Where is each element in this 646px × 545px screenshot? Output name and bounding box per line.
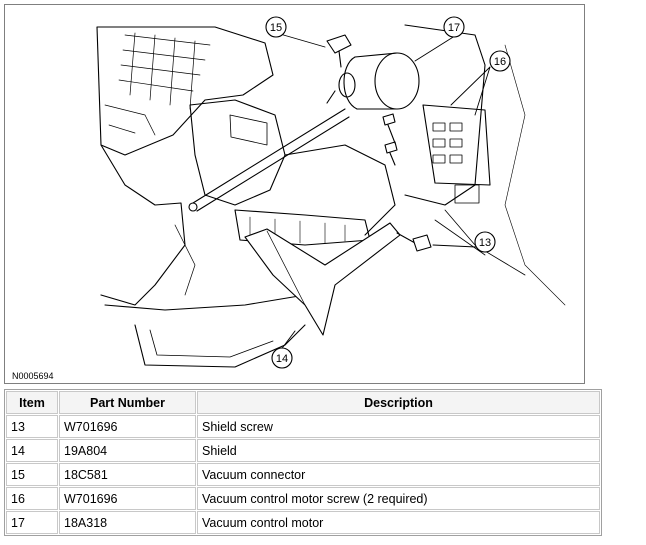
housing-lower-left bbox=[100, 144, 186, 306]
right-bracket bbox=[404, 24, 486, 206]
cell-description: Vacuum control motor bbox=[197, 511, 600, 534]
cell-part-number: W701696 bbox=[59, 415, 196, 438]
module-connector-pins bbox=[432, 122, 480, 204]
shield bbox=[244, 222, 401, 336]
control-module bbox=[422, 104, 491, 186]
motor-screws bbox=[382, 113, 398, 166]
callout-16: 16 bbox=[494, 56, 506, 68]
cell-item: 13 bbox=[6, 415, 58, 438]
cell-part-number: 18A318 bbox=[59, 511, 196, 534]
duct-outlet bbox=[134, 324, 306, 368]
cell-item: 15 bbox=[6, 463, 58, 486]
shield-screw bbox=[396, 232, 432, 252]
figure-id: N0005694 bbox=[12, 371, 54, 381]
table-row: 14 19A804 Shield bbox=[6, 439, 600, 462]
cell-description: Vacuum control motor screw (2 required) bbox=[197, 487, 600, 510]
cell-item: 17 bbox=[6, 511, 58, 534]
housing-grille bbox=[118, 32, 211, 110]
cell-part-number: W701696 bbox=[59, 487, 196, 510]
table-row: 16 W701696 Vacuum control motor screw (2… bbox=[6, 487, 600, 510]
parts-table: Item Part Number Description 13 W701696 … bbox=[4, 389, 602, 536]
plenum bbox=[284, 144, 396, 236]
cell-description: Shield bbox=[197, 439, 600, 462]
housing-bottom-edge bbox=[104, 294, 306, 311]
cell-part-number: 19A804 bbox=[59, 439, 196, 462]
blower-case bbox=[189, 99, 286, 206]
callout-15: 15 bbox=[270, 22, 282, 34]
line-drawing: 15 17 16 13 14 bbox=[96, 16, 566, 369]
actuator-rod bbox=[192, 108, 350, 212]
cell-item: 16 bbox=[6, 487, 58, 510]
callout-circles bbox=[265, 16, 511, 369]
table-row: 13 W701696 Shield screw bbox=[6, 415, 600, 438]
exploded-view-illustration: 15 17 16 13 14 N0005694 bbox=[4, 4, 585, 384]
housing-upper-left bbox=[96, 26, 274, 156]
header-part-number: Part Number bbox=[59, 391, 196, 414]
header-item: Item bbox=[6, 391, 58, 414]
table-row: 15 18C581 Vacuum connector bbox=[6, 463, 600, 486]
vacuum-connector bbox=[326, 34, 352, 68]
table-header-row: Item Part Number Description bbox=[6, 391, 600, 414]
table-row: 17 18A318 Vacuum control motor bbox=[6, 511, 600, 534]
cell-description: Vacuum connector bbox=[197, 463, 600, 486]
vacuum-control-motor bbox=[326, 52, 420, 110]
callout-13: 13 bbox=[479, 237, 491, 249]
callout-17: 17 bbox=[448, 22, 460, 34]
cell-item: 14 bbox=[6, 439, 58, 462]
callout-14: 14 bbox=[276, 353, 288, 365]
cell-description: Shield screw bbox=[197, 415, 600, 438]
cell-part-number: 18C581 bbox=[59, 463, 196, 486]
header-description: Description bbox=[197, 391, 600, 414]
